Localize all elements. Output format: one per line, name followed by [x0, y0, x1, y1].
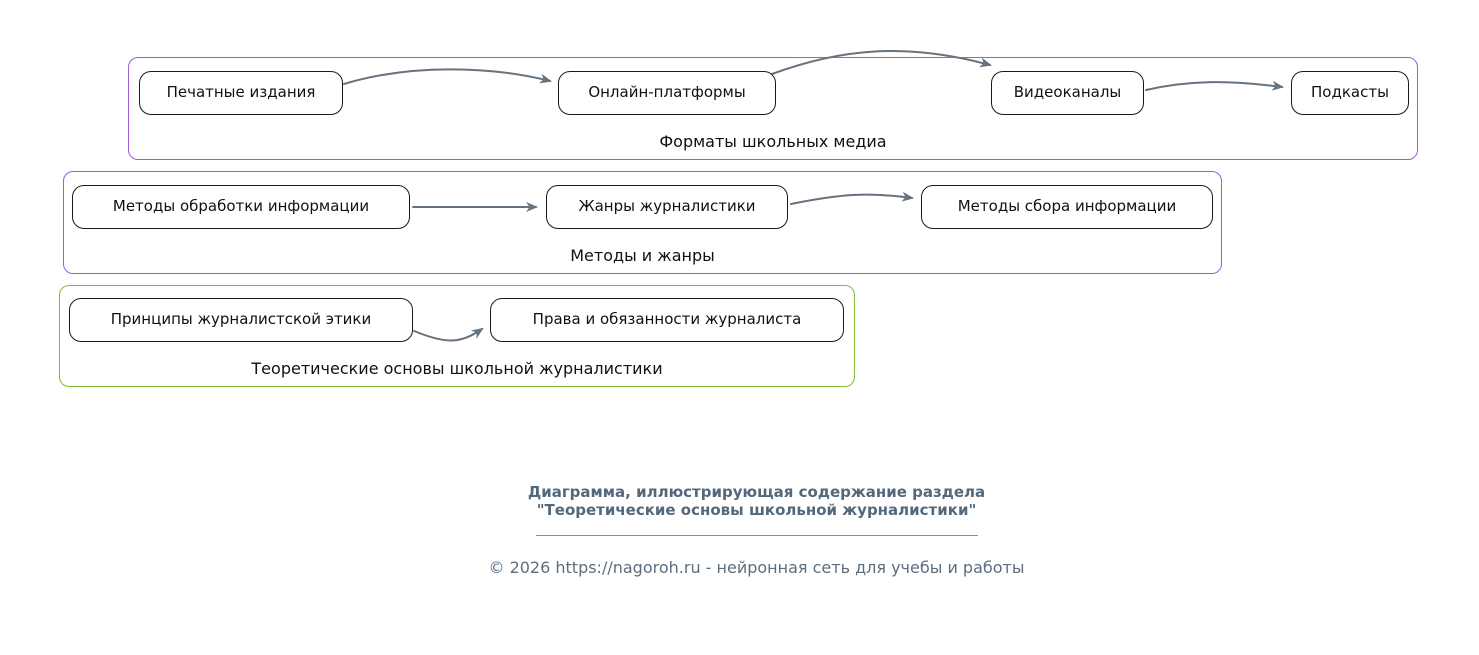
node-rights-duties: Права и обязанности журналиста	[490, 298, 844, 342]
cluster-methods-genres-label: Методы и жанры	[570, 246, 715, 265]
node-podcasts: Подкасты	[1291, 71, 1409, 115]
footer: Диаграмма, иллюстрирующая содержание раз…	[17, 483, 1479, 577]
node-ethics-principles: Принципы журналистской этики	[69, 298, 413, 342]
caption-line-1: Диаграмма, иллюстрирующая содержание раз…	[527, 483, 986, 501]
footer-divider	[535, 535, 978, 536]
node-video-channels: Видеоканалы	[991, 71, 1144, 115]
node-processing-methods: Методы обработки информации	[72, 185, 410, 229]
copyright-text: © 2026 https://nagoroh.ru - нейронная се…	[488, 558, 1025, 577]
node-journalism-genres: Жанры журналистики	[546, 185, 788, 229]
node-print-media: Печатные издания	[139, 71, 343, 115]
node-online-platforms: Онлайн-платформы	[558, 71, 776, 115]
caption-line-2: "Теоретические основы школьной журналист…	[536, 500, 977, 519]
cluster-media-formats-label: Форматы школьных медиа	[659, 132, 887, 151]
cluster-theory-basics-label: Теоретические основы школьной журналисти…	[251, 359, 663, 378]
node-collection-methods: Методы сбора информации	[921, 185, 1213, 229]
